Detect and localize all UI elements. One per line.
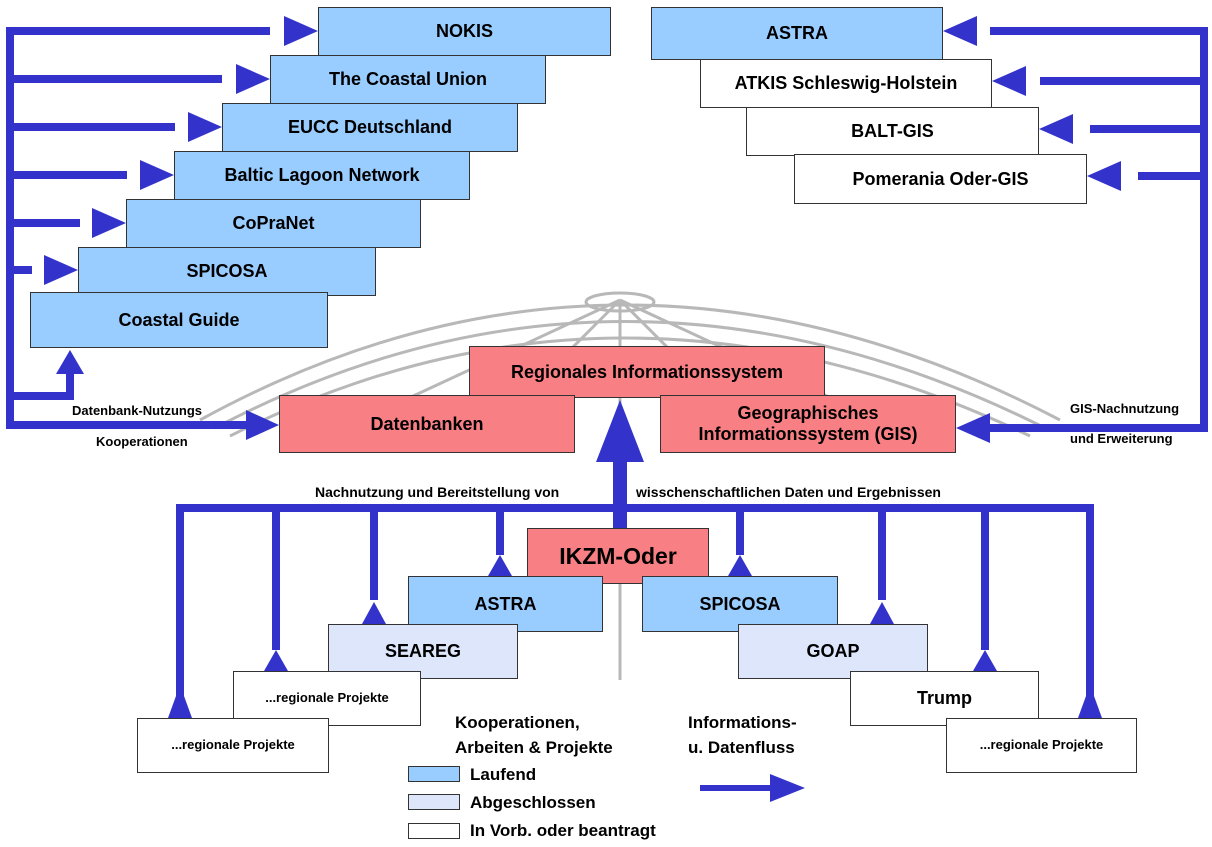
db-use-label-1: Datenbank-Nutzungs	[72, 403, 202, 418]
legend-planned-label: In Vorb. oder beantragt	[470, 821, 656, 840]
gis-box: Geographisches Informationssystem (GIS)	[660, 395, 956, 453]
right-stack-pomerania: Pomerania Oder-GIS	[794, 154, 1087, 204]
legend-running-label: Laufend	[470, 765, 537, 784]
gis-use-label-1: GIS-Nachnutzung	[1070, 401, 1180, 416]
right-stack-balt-gis: BALT-GIS	[746, 107, 1039, 156]
legend-swatch-done	[408, 794, 460, 810]
left-stack-copranet: CoPraNet	[126, 199, 421, 248]
databases-box: Datenbanken	[279, 395, 575, 453]
legend-done-label: Abgeschlossen	[470, 793, 596, 812]
gis-use-label-2: und Erweiterung	[1070, 431, 1173, 446]
project-regional-left-upper: ...regionale Projekte	[233, 671, 421, 726]
reuse-label-right: wisschenschaftlichen Daten und Ergebniss…	[636, 484, 941, 500]
left-stack-nokis: NOKIS	[318, 7, 611, 56]
project-regional-right: ...regionale Projekte	[946, 718, 1137, 773]
left-stack-eucc: EUCC Deutschland	[222, 103, 518, 152]
legend-flow-label-2: u. Datenfluss	[688, 738, 795, 757]
db-use-label-2: Kooperationen	[96, 434, 188, 449]
left-stack-spicosa: SPICOSA	[78, 247, 376, 296]
left-stack-coastal-guide: Coastal Guide	[30, 292, 328, 348]
legend-title-1: Kooperationen,	[455, 713, 580, 732]
right-stack-astra: ASTRA	[651, 7, 943, 60]
project-astra: ASTRA	[408, 576, 603, 632]
project-goap: GOAP	[738, 624, 928, 679]
project-trump: Trump	[850, 671, 1039, 726]
ikzm-oder-box: IKZM-Oder	[527, 528, 709, 584]
legend-title-2: Arbeiten & Projekte	[455, 738, 613, 757]
regional-information-system: Regionales Informationssystem	[469, 346, 825, 398]
project-seareg: SEAREG	[328, 624, 518, 679]
legend-flow-label-1: Informations-	[688, 713, 797, 732]
left-stack-coastal-union: The Coastal Union	[270, 55, 546, 104]
reuse-label-left: Nachnutzung und Bereitstellung von	[315, 484, 560, 500]
legend-swatch-planned	[408, 823, 460, 839]
legend-swatch-running	[408, 766, 460, 782]
left-stack-baltic-lagoon: Baltic Lagoon Network	[174, 151, 470, 200]
project-regional-left-lower: ...regionale Projekte	[137, 718, 329, 773]
